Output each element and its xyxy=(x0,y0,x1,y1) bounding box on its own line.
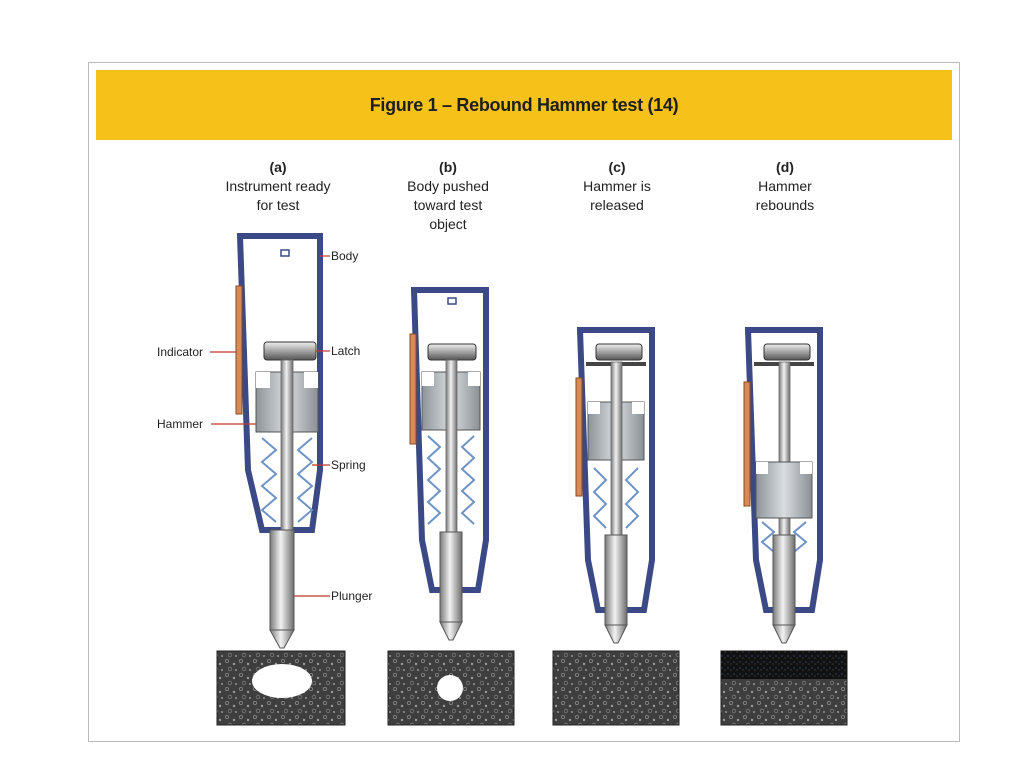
panel-b-letter: (b) xyxy=(439,159,457,175)
latch-b xyxy=(427,343,477,361)
panel-b-caption: (b) Body pushed toward test object xyxy=(358,158,538,234)
instrument-c xyxy=(552,327,680,726)
indicator-scale-a xyxy=(235,285,243,415)
panel-a-caption: (a) Instrument ready for test xyxy=(188,158,368,215)
panel-b-caption-line-2: toward test xyxy=(413,197,483,213)
spring-d xyxy=(760,521,776,553)
guide-rod-a xyxy=(280,359,294,531)
title-banner xyxy=(96,70,952,140)
panel-b-caption-line-3: object xyxy=(429,216,467,232)
spring-left-a xyxy=(260,437,278,523)
labels-a: Body Latch Indicator Hammer Spring Plung… xyxy=(157,249,372,603)
instrument-b xyxy=(387,287,515,726)
instrument-d xyxy=(720,327,848,726)
latch-a xyxy=(263,341,317,361)
plunger-tip-a xyxy=(269,629,295,649)
label-latch: Latch xyxy=(331,344,360,358)
label-hammer: Hammer xyxy=(157,417,203,431)
plunger-a xyxy=(269,529,295,631)
panel-c-caption-line-1: Hammer is xyxy=(583,178,651,194)
panel-a-caption-line-1: Instrument ready xyxy=(225,178,331,194)
indicator-scale-b xyxy=(409,333,417,445)
plunger-d xyxy=(772,534,796,626)
panel-c-letter: (c) xyxy=(608,159,626,175)
panel-a-letter: (a) xyxy=(269,159,287,175)
panel-b-caption-line-1: Body pushed xyxy=(407,178,489,194)
impact-zone-a xyxy=(252,664,312,698)
latch-d xyxy=(763,343,811,361)
panel-c-caption: (c) Hammer is released xyxy=(527,158,707,215)
latch-c xyxy=(595,343,643,361)
rebound-layer-d xyxy=(721,651,847,679)
spring-right-a xyxy=(296,437,314,523)
label-plunger: Plunger xyxy=(331,589,372,603)
panel-d-caption-line-2: rebounds xyxy=(755,197,815,213)
spring-c xyxy=(592,467,608,529)
label-body: Body xyxy=(331,249,358,263)
label-spring: Spring xyxy=(331,458,366,472)
plunger-b xyxy=(439,531,463,623)
label-indicator: Indicator xyxy=(157,345,203,359)
panel-d-caption: (d) Hammer rebounds xyxy=(695,158,875,215)
plunger-c xyxy=(604,534,628,626)
panel-d-letter: (d) xyxy=(776,159,794,175)
panel-d-caption-line-1: Hammer xyxy=(758,178,812,194)
body-stop-a xyxy=(280,249,290,257)
panel-c-caption-line-2: released xyxy=(590,197,644,213)
panel-a-caption-line-2: for test xyxy=(256,197,300,213)
indicator-scale-c xyxy=(575,377,583,497)
instrument-a xyxy=(216,233,346,726)
impact-zone-b xyxy=(437,675,463,701)
spring-b xyxy=(426,435,442,525)
figure-title: Figure 1 – Rebound Hammer test (14) xyxy=(369,95,679,115)
indicator-scale-d xyxy=(743,381,751,507)
concrete-c xyxy=(552,650,680,726)
